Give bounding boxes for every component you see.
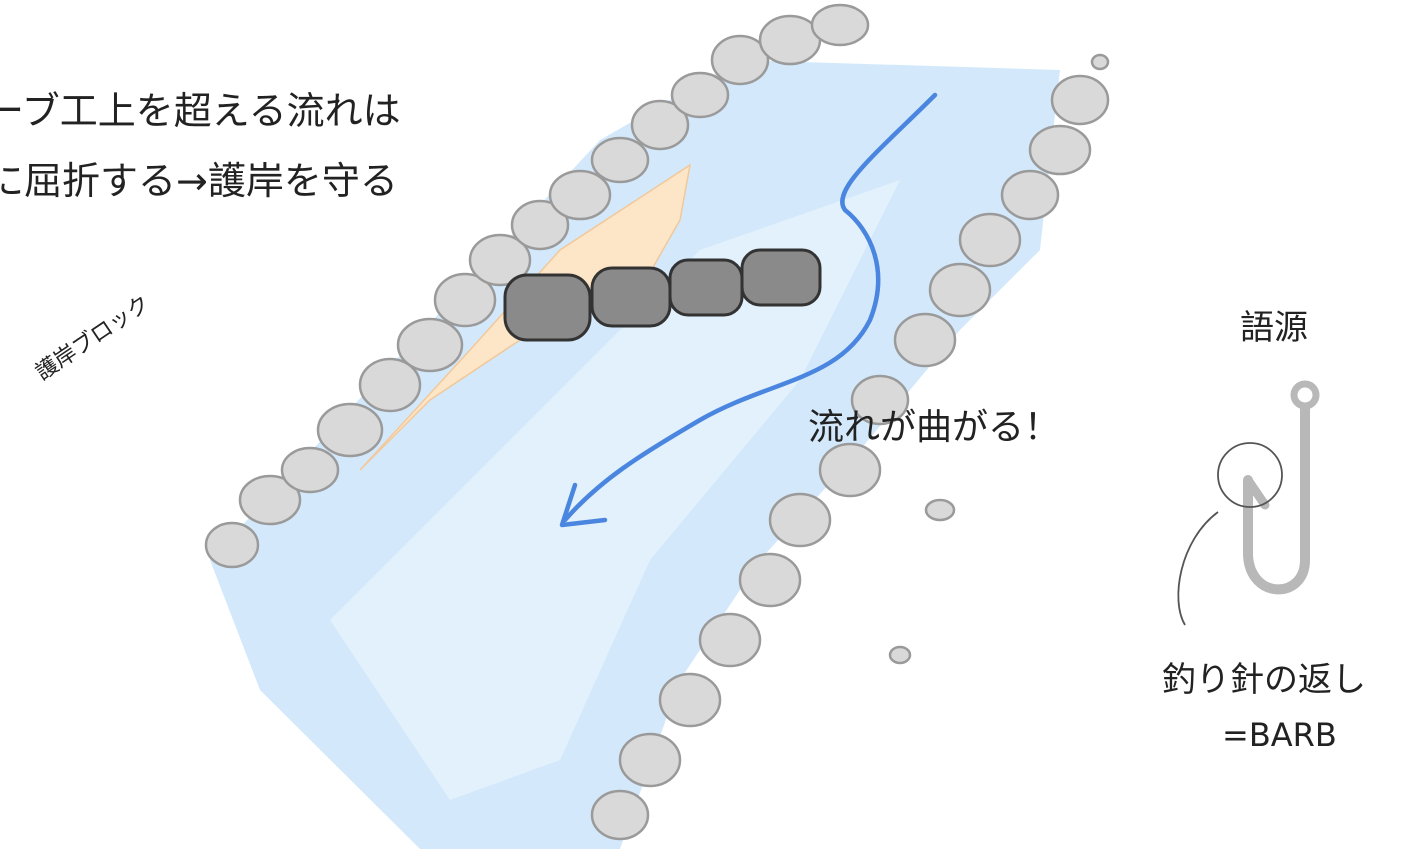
fish-hook-icon: [1243, 380, 1320, 595]
caption-line-2: に屈折する→護岸を守る: [0, 159, 398, 203]
right-bank-stones: [590, 53, 1110, 841]
caption-line-1: ーブ工上を超える流れは: [0, 89, 401, 133]
flow-bends-label: 流れが曲がる！: [808, 407, 1061, 448]
flow-arrow-head: [559, 482, 608, 528]
river-water-highlight: [330, 180, 900, 800]
barb-english-label: =BARB: [1222, 716, 1337, 754]
barb-stones: [503, 248, 822, 342]
flow-arrow: [562, 92, 938, 523]
etymology-title: 語源: [1240, 308, 1308, 348]
fish-hook-caption: 釣り針の返し: [1162, 660, 1366, 700]
pointer-line: [1177, 511, 1219, 626]
barb-highlight-circle: [1217, 442, 1283, 508]
left-bank-stones: [204, 3, 870, 569]
